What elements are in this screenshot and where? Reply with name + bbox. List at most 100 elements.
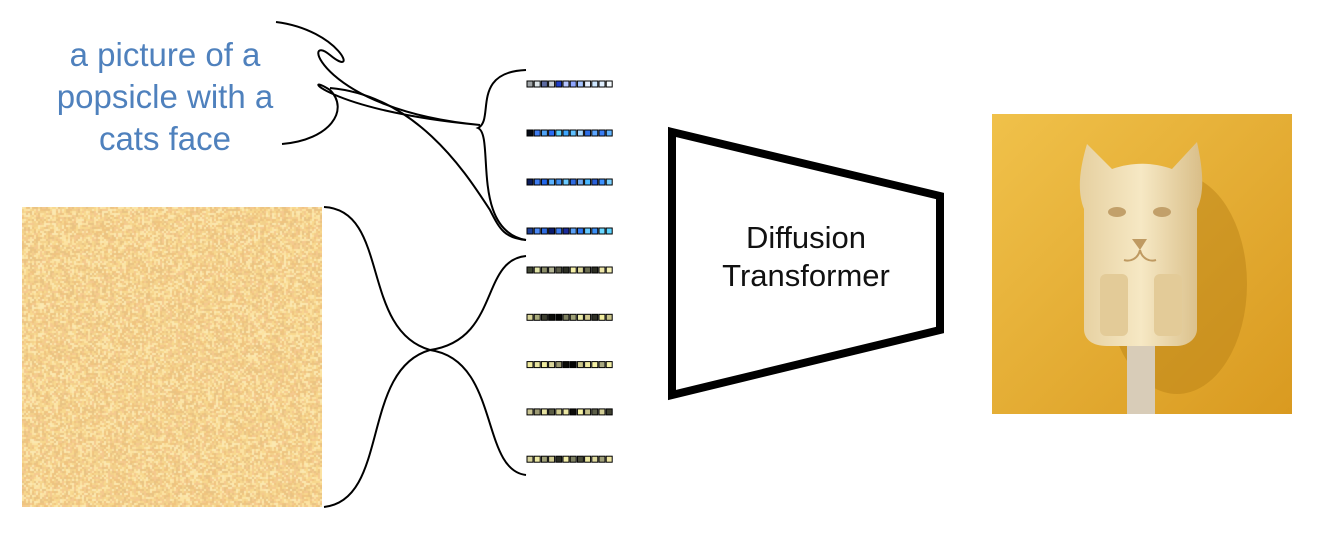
cat-eye-left: [1108, 207, 1126, 217]
text-token-3-cell-11: [598, 178, 606, 186]
transformer-block: [668, 126, 944, 401]
text-token-2-cell-2: [533, 129, 541, 137]
image-token-4-cell-6: [562, 408, 570, 416]
text-token-2-cell-10: [591, 129, 599, 137]
image-token-2-cell-7: [569, 313, 577, 321]
text-token-2-cell-3: [540, 129, 548, 137]
image-token-5-cell-4: [548, 455, 556, 463]
image-token-3-cell-3: [540, 361, 548, 369]
image-token-3: [526, 361, 613, 369]
text-token-1-cell-11: [598, 80, 606, 88]
cat-mouth: [1123, 249, 1157, 262]
image-token-2-cell-1: [526, 313, 534, 321]
text-token-2: [526, 129, 613, 137]
image-token-5-cell-8: [576, 455, 584, 463]
image-token-5-cell-1: [526, 455, 534, 463]
image-token-2: [526, 313, 613, 321]
image-token-5-cell-3: [540, 455, 548, 463]
image-token-5-cell-9: [584, 455, 592, 463]
image-token-5: [526, 455, 613, 463]
transformer-label-line2: Transformer: [722, 258, 890, 293]
image-token-5-cell-2: [533, 455, 541, 463]
popsicle-groove-right: [1154, 274, 1182, 336]
image-token-5-cell-10: [591, 455, 599, 463]
image-token-3-cell-12: [605, 361, 613, 369]
text-token-2-cell-9: [584, 129, 592, 137]
text-token-group: [526, 80, 613, 235]
text-token-4-cell-2: [533, 227, 541, 235]
image-token-4-cell-3: [540, 408, 548, 416]
text-token-2-cell-12: [605, 129, 613, 137]
image-token-3-cell-4: [548, 361, 556, 369]
image-token-3-cell-7: [569, 361, 577, 369]
image-token-5-cell-6: [562, 455, 570, 463]
image-token-1-cell-10: [591, 266, 599, 274]
image-token-4-cell-5: [555, 408, 563, 416]
image-token-2-cell-4: [548, 313, 556, 321]
cat-eye-right: [1153, 207, 1171, 217]
image-token-4-cell-10: [591, 408, 599, 416]
text-token-4-cell-10: [591, 227, 599, 235]
image-token-1: [526, 266, 613, 274]
text-token-1-cell-8: [576, 80, 584, 88]
text-token-2-cell-6: [562, 129, 570, 137]
image-token-2-cell-9: [584, 313, 592, 321]
text-token-3-cell-12: [605, 178, 613, 186]
text-token-3-cell-10: [591, 178, 599, 186]
image-token-5-cell-12: [605, 455, 613, 463]
image-token-2-cell-11: [598, 313, 606, 321]
image-token-3-cell-9: [584, 361, 592, 369]
text-token-4-cell-5: [555, 227, 563, 235]
text-token-2-cell-8: [576, 129, 584, 137]
image-token-brace: [429, 255, 527, 476]
image-token-4: [526, 408, 613, 416]
text-token-3-cell-3: [540, 178, 548, 186]
image-token-2-cell-6: [562, 313, 570, 321]
cat-nose: [1132, 239, 1147, 250]
image-token-5-cell-7: [569, 455, 577, 463]
image-token-4-cell-4: [548, 408, 556, 416]
text-token-1-cell-1: [526, 80, 534, 88]
image-token-group: [526, 266, 613, 463]
prompt-to-token-curve: [329, 87, 527, 241]
image-token-3-cell-2: [533, 361, 541, 369]
text-token-1-cell-4: [548, 80, 556, 88]
image-token-5-cell-11: [598, 455, 606, 463]
image-token-1-cell-1: [526, 266, 534, 274]
text-token-1-cell-2: [533, 80, 541, 88]
image-token-3-cell-8: [576, 361, 584, 369]
image-token-4-cell-7: [569, 408, 577, 416]
text-token-3-cell-8: [576, 178, 584, 186]
text-token-4-cell-3: [540, 227, 548, 235]
text-token-3-cell-6: [562, 178, 570, 186]
image-token-4-cell-11: [598, 408, 606, 416]
popsicle-groove-left: [1100, 274, 1128, 336]
text-token-4-cell-7: [569, 227, 577, 235]
image-token-3-cell-6: [562, 361, 570, 369]
image-token-4-cell-12: [605, 408, 613, 416]
text-token-4-cell-8: [576, 227, 584, 235]
image-token-1-cell-6: [562, 266, 570, 274]
image-token-1-cell-3: [540, 266, 548, 274]
text-token-1-cell-7: [569, 80, 577, 88]
text-token-1-cell-12: [605, 80, 613, 88]
text-token-2-cell-5: [555, 129, 563, 137]
text-token-2-cell-11: [598, 129, 606, 137]
image-token-1-cell-12: [605, 266, 613, 274]
image-token-1-cell-4: [548, 266, 556, 274]
text-token-3-cell-4: [548, 178, 556, 186]
image-token-2-cell-8: [576, 313, 584, 321]
text-token-4-cell-11: [598, 227, 606, 235]
image-token-1-cell-11: [598, 266, 606, 274]
text-token-3-cell-9: [584, 178, 592, 186]
image-token-3-cell-1: [526, 361, 534, 369]
text-token-1-cell-6: [562, 80, 570, 88]
image-token-4-cell-2: [533, 408, 541, 416]
image-token-5-cell-5: [555, 455, 563, 463]
text-token-1-cell-9: [584, 80, 592, 88]
text-token-4-cell-9: [584, 227, 592, 235]
image-token-3-cell-11: [598, 361, 606, 369]
text-token-2-cell-7: [569, 129, 577, 137]
text-token-4-cell-1: [526, 227, 534, 235]
